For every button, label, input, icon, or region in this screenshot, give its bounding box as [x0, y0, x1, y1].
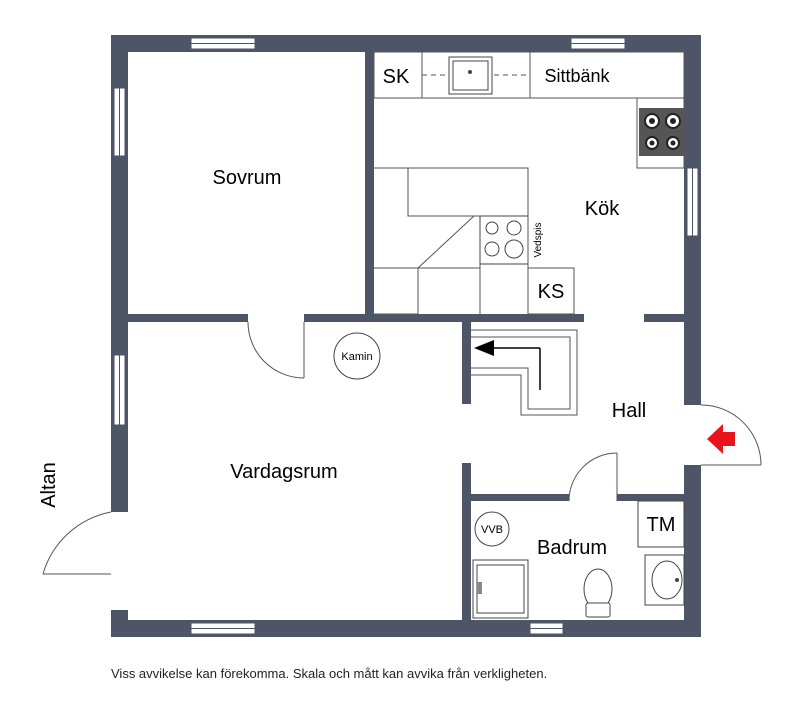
interior-walls — [128, 52, 684, 620]
fixture-label-tm: TM — [647, 514, 676, 536]
fixture-label-kamin: Kamin — [341, 351, 372, 363]
toilet-icon — [583, 568, 613, 618]
tm-box — [637, 500, 685, 548]
stair-arrow-icon — [474, 340, 494, 356]
fixture-label-sittbank: Sittbänk — [544, 66, 610, 86]
room-label-sovrum: Sovrum — [213, 167, 282, 189]
fixture-label-vedspis: Vedspis — [533, 222, 544, 257]
labels: Sovrum Kök Hall Vardagsrum Badrum Altan … — [38, 66, 675, 559]
room-label-altan: Altan — [38, 462, 60, 508]
fixture-label-vvb: VVB — [481, 524, 503, 536]
doors — [42, 321, 762, 575]
disclaimer-text: Viss avvikelse kan förekomma. Skala och … — [111, 666, 548, 681]
room-label-badrum: Badrum — [537, 537, 607, 559]
room-label-vardagsrum: Vardagsrum — [230, 461, 337, 483]
water-heater-icon — [474, 511, 510, 547]
exterior-walls — [111, 35, 701, 637]
entrance-arrow-icon — [707, 424, 735, 454]
entrance-door-opening — [683, 405, 702, 465]
altan-door-opening — [110, 512, 129, 610]
staircase — [471, 329, 578, 416]
room-label-hall: Hall — [612, 400, 646, 422]
floor-plan: Sovrum Kök Hall Vardagsrum Badrum Altan … — [38, 35, 762, 637]
room-label-kok: Kök — [585, 198, 620, 220]
wood-stove-icon — [479, 215, 529, 265]
kitchen-fittings — [373, 51, 685, 315]
windows — [113, 37, 699, 635]
fixture-label-ks: KS — [538, 281, 565, 303]
kitchen-sink-icon — [448, 56, 493, 95]
kamin-icon — [333, 332, 381, 380]
bathroom-fittings — [472, 500, 685, 619]
shower-icon — [472, 559, 529, 619]
fixture-label-sk: SK — [383, 66, 410, 88]
